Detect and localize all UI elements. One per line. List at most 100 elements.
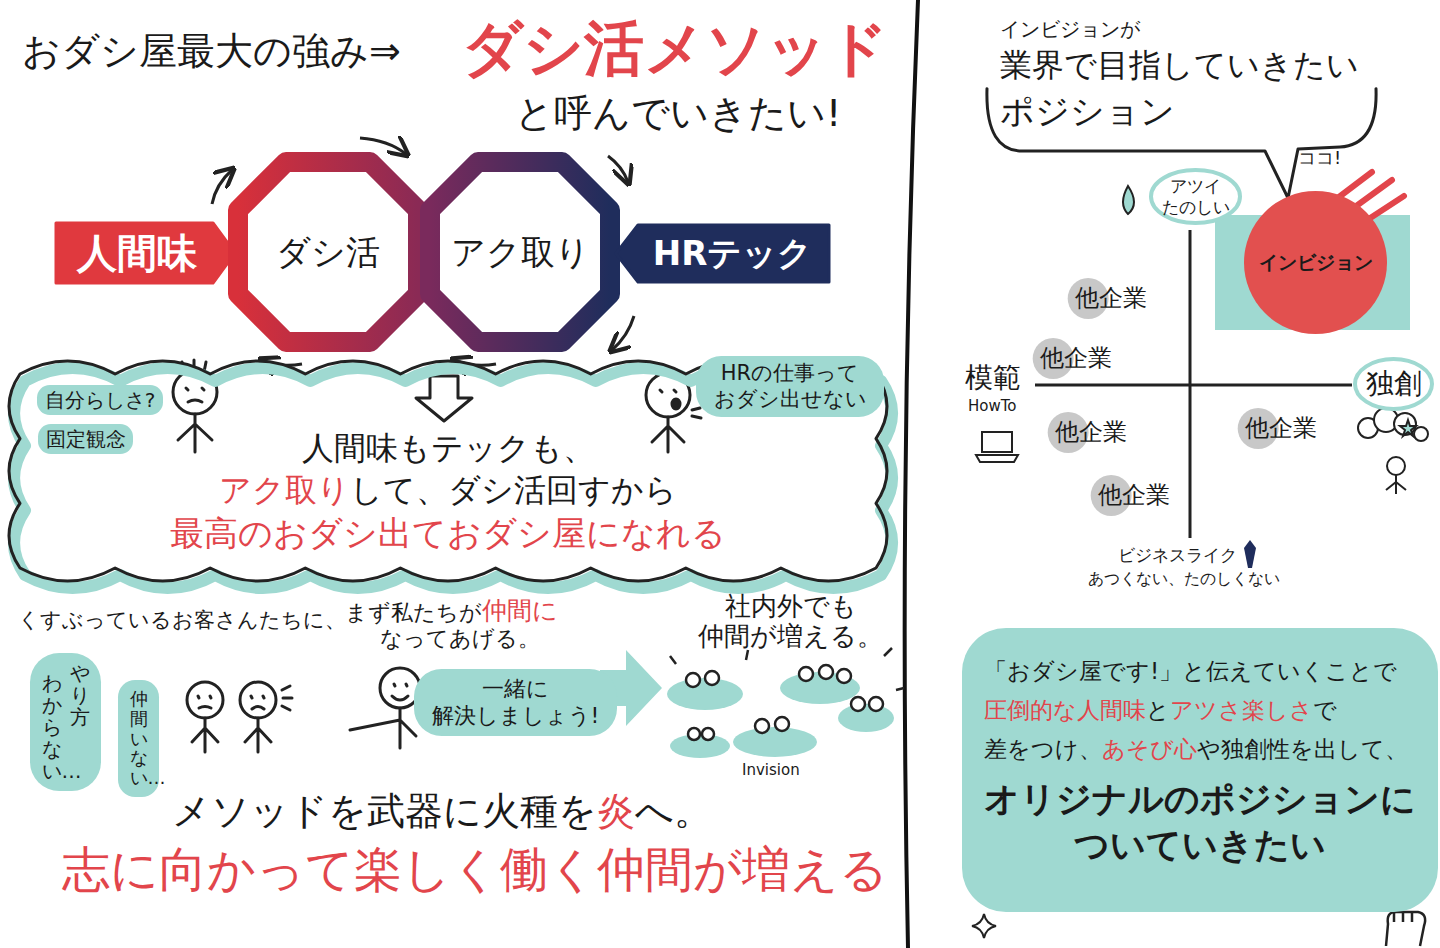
node-text: 他企業 <box>1245 414 1317 443</box>
stick-figure <box>692 408 701 418</box>
node-text: 独創 <box>1366 367 1422 401</box>
stick-figure <box>178 414 212 452</box>
note-text: なってあげる。 <box>380 626 540 651</box>
node-label: 仲間いない… <box>130 689 148 788</box>
tag-shape <box>56 223 235 283</box>
node-label: アク取り <box>451 232 590 273</box>
position-heading: インビジョンが業界で目指していきたいポジション <box>985 10 1380 153</box>
node-text: アツイ たのしい <box>1160 176 1232 217</box>
hollow-arrow <box>416 376 472 421</box>
blob-shape <box>30 653 101 791</box>
blob-shape <box>414 669 617 736</box>
fire-icon <box>1123 186 1134 214</box>
stick-figure <box>350 708 416 748</box>
node-text: HRテック <box>653 233 813 274</box>
blob-shape <box>38 424 133 454</box>
thought-bubble: 自分らしさ? <box>36 384 164 416</box>
slogan-text: 志に向かって楽しく働く仲間が増える <box>62 842 888 897</box>
team-group <box>837 669 851 683</box>
speech-bubble: 一緒に 解決しましょう! <box>413 668 618 737</box>
node-text: 他企業 <box>1040 344 1112 373</box>
node-label: 他企業 <box>1075 284 1147 313</box>
node-label: して、ダシ活回すから <box>350 471 677 509</box>
tie-icon <box>1244 540 1256 568</box>
cycle-arrow <box>360 138 406 154</box>
slogan-text: へ。 <box>635 790 712 834</box>
node-label: 自分らしさ? <box>45 388 156 412</box>
node-text: HRの仕事って おダシ出せない <box>708 361 873 411</box>
cycle-ring: ダシ活 <box>228 152 428 352</box>
team-group <box>869 697 883 711</box>
node-label: アク取り <box>219 471 350 509</box>
panel-divider <box>905 0 918 948</box>
stick-figure <box>282 686 292 710</box>
company-circle: インビジョン <box>1244 191 1387 334</box>
team-group <box>819 665 833 679</box>
node-shape <box>29 652 102 792</box>
node-label: 業界で目指していきたい <box>1000 47 1359 84</box>
node-text: 人間味もテックも、アク取りして、ダシ活回すから最高のおダシ出ておダシ屋になれる <box>8 428 888 556</box>
cycle-arrow <box>608 156 628 182</box>
node-label: や独創性を出して、 <box>1197 736 1408 762</box>
stick-figure <box>245 718 271 752</box>
stick-figure <box>192 718 218 752</box>
stick-figure <box>240 682 276 718</box>
disc-shape <box>1244 191 1387 334</box>
position-axis <box>1035 384 1352 387</box>
stick-figure <box>251 696 264 709</box>
axis-label: アツイ たのしい <box>1149 168 1242 225</box>
stick-figure <box>198 696 211 708</box>
thought-bubble: HRの仕事って おダシ出せない <box>695 355 885 418</box>
competitor: 他企業 <box>1093 479 1174 512</box>
node-label: インビジョン <box>1259 251 1373 274</box>
node-text: 固定観念 <box>46 427 126 451</box>
note-emphasis: 仲間に <box>482 597 558 626</box>
node-text: アク取り <box>420 152 620 352</box>
node-text: 一緒に 解決しましょう! <box>426 676 606 729</box>
idea-figure <box>1394 413 1416 435</box>
team-group <box>799 667 813 681</box>
axis-label: あつくない、たのしくない <box>1088 570 1280 588</box>
team-group <box>705 671 719 685</box>
note-text: 社内外でも 仲間が増える。 <box>688 592 893 652</box>
team-group <box>733 727 817 757</box>
node-label: インビジョンが <box>1000 18 1359 41</box>
team-group <box>775 717 789 731</box>
ring-outline <box>430 162 610 342</box>
title-text: おダシ屋最大の強み⇒ <box>22 30 401 74</box>
node-label: 差をつけ、 <box>984 736 1102 762</box>
node-text: やり方わからない… <box>42 662 90 782</box>
laptop-icon <box>976 455 1018 462</box>
sparkle <box>972 914 996 938</box>
conclusion-panel: 「おダシ屋です!」と伝えていくことで圧倒的な人間味とアツさ楽しさで差をつけ、あそ… <box>962 628 1438 912</box>
node-text: インビジョンが業界で目指していきたいポジション <box>1000 18 1359 131</box>
node-text: 仲間いない… <box>130 689 148 788</box>
competitor: 他企業 <box>1070 282 1151 315</box>
idea-figure <box>1414 427 1428 441</box>
node-text: インビジョン <box>1259 251 1373 274</box>
node-label: アツイ たのしい <box>1160 176 1232 217</box>
node-label: やり方 <box>70 662 90 728</box>
team-group <box>851 697 865 711</box>
node-label: あそび心 <box>1102 736 1197 762</box>
node-text: 「おダシ屋です!」と伝えていくことで圧倒的な人間味とアツさ楽しさで差をつけ、あそ… <box>984 652 1416 868</box>
stick-figure <box>672 399 680 409</box>
ring-outline <box>1151 170 1240 223</box>
team-group <box>667 648 904 758</box>
stick-figure <box>186 388 204 402</box>
node-label: オリジナルのポジションについていきたい <box>984 777 1416 868</box>
node-label: アツさ楽しさ <box>1170 697 1313 723</box>
title-text: と呼んでいきたい! <box>515 92 841 136</box>
tie-icon <box>1244 540 1256 568</box>
panel-divider <box>905 0 918 948</box>
stick-figure <box>187 668 420 752</box>
team-group <box>755 719 769 733</box>
node-text: 自分らしさ? <box>45 388 156 412</box>
node-label: 一緒に 解決しましょう! <box>426 676 606 729</box>
team-group <box>688 728 700 740</box>
blob-shape <box>37 385 163 415</box>
node-text: 他企業 <box>1075 284 1147 313</box>
competitor: 他企業 <box>1035 342 1116 375</box>
fist-icon <box>1394 912 1412 922</box>
